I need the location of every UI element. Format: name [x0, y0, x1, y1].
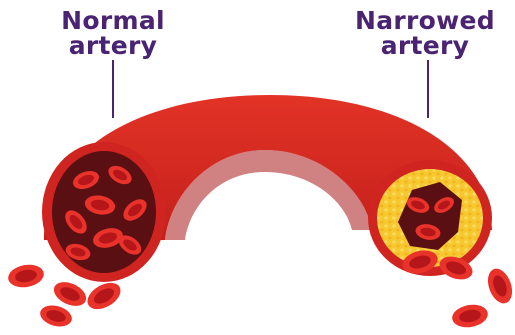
normal-artery-cross-section [42, 142, 166, 282]
normal-artery-label: Normal artery [38, 8, 188, 58]
narrowed-artery-label: Narrowed artery [345, 8, 505, 58]
narrowed-artery-label-line2: artery [345, 33, 505, 58]
narrowed-artery-label-line1: Narrowed [345, 8, 505, 33]
normal-artery-label-line1: Normal [38, 8, 188, 33]
normal-artery-label-line2: artery [38, 33, 188, 58]
